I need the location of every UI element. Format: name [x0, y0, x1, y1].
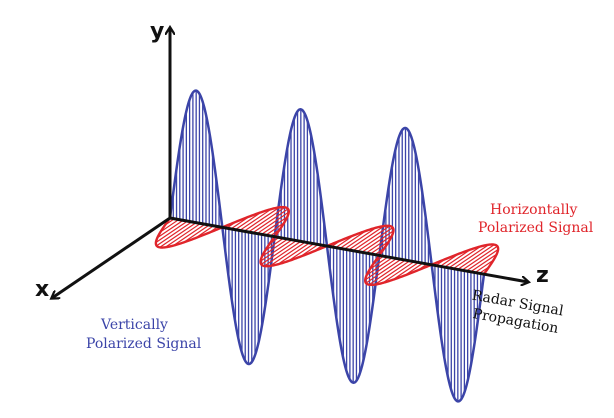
horizontal-label-line1: Horizontally — [490, 202, 578, 218]
propagation-label: Radar Signal Propagation — [471, 288, 565, 337]
y-axis-label: y — [150, 19, 164, 44]
x-axis-label: x — [35, 277, 49, 302]
horizontal-label-line2: Polarized Signal — [478, 220, 594, 236]
x-axis — [52, 216, 171, 298]
z-axis — [169, 216, 528, 282]
vertical-label-line1: Vertically — [100, 317, 168, 333]
vertical-label-line2: Polarized Signal — [86, 336, 202, 352]
z-axis-label: z — [536, 263, 549, 288]
